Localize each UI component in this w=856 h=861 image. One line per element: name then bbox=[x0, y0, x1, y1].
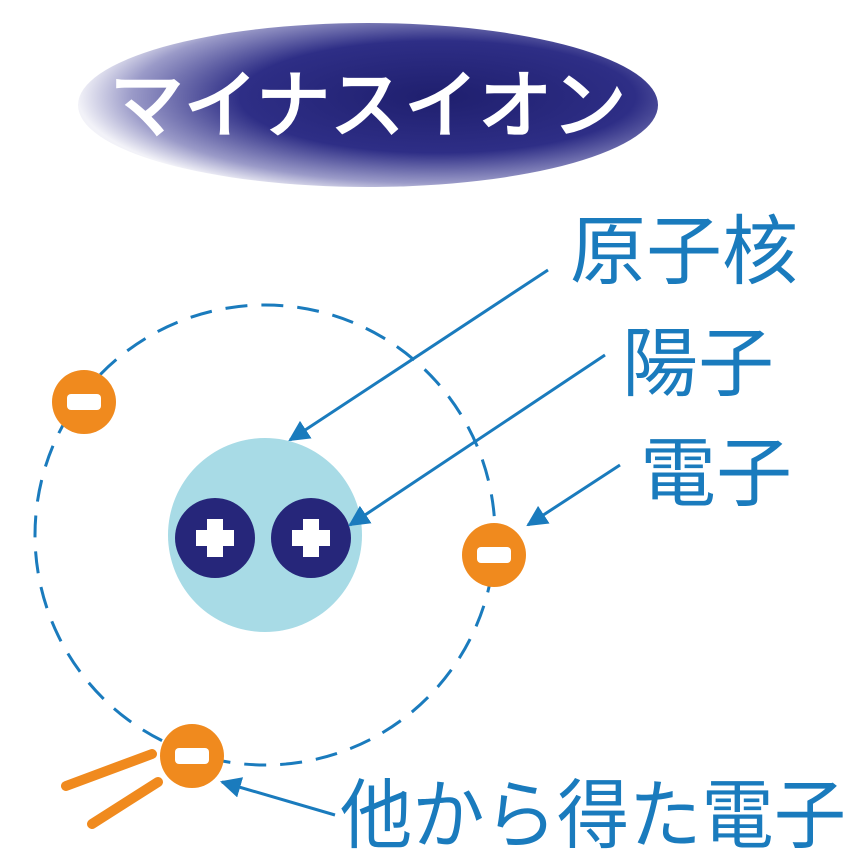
title-text: マイナスイオン bbox=[110, 63, 627, 149]
minus-icon bbox=[477, 547, 511, 563]
label-nucleus: 原子核 bbox=[570, 207, 798, 296]
label-electron: 電子 bbox=[640, 429, 792, 518]
electron-gained bbox=[160, 724, 224, 788]
minus-icon bbox=[67, 394, 101, 410]
label-proton: 陽子 bbox=[622, 319, 774, 408]
proton-left bbox=[175, 498, 255, 578]
nucleus-pointer bbox=[288, 268, 549, 442]
label-gained-electron: 他から得た電子 bbox=[340, 771, 846, 860]
title-ellipse bbox=[78, 23, 658, 187]
minus-icon bbox=[175, 748, 209, 764]
motion-lines bbox=[61, 749, 163, 829]
title-banner: マイナスイオン bbox=[78, 23, 658, 187]
plus-icon bbox=[292, 519, 330, 557]
electron-upper-left bbox=[52, 370, 116, 434]
proton-right bbox=[271, 498, 351, 578]
electron-pointer bbox=[526, 463, 621, 527]
atomic-nucleus bbox=[168, 438, 362, 632]
proton-pointer bbox=[348, 353, 606, 527]
plus-icon bbox=[196, 519, 234, 557]
gained-electron-pointer bbox=[219, 777, 336, 817]
electron-right bbox=[462, 523, 526, 587]
